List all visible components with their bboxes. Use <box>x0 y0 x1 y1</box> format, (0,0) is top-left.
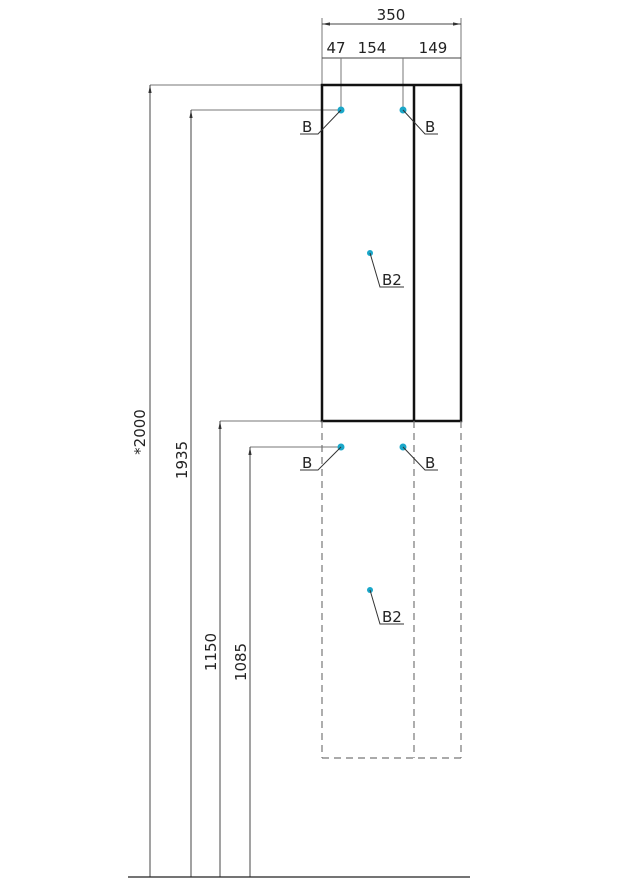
mount-point-lower-right: B <box>399 443 438 472</box>
mount-point-upper-right: B <box>399 106 438 136</box>
lower-cabinet-top-label: 1150 <box>202 633 220 671</box>
upper-cabinet <box>320 83 463 423</box>
mount-point-lower-left: B <box>300 443 345 472</box>
svg-text:B: B <box>302 454 312 472</box>
width-dimension-label: 350 <box>377 6 406 24</box>
spacing-label: 154 <box>358 39 387 57</box>
svg-text:B2: B2 <box>382 271 402 289</box>
upper-mount-height-label: 1935 <box>173 441 191 479</box>
center-point-upper: B2 <box>367 250 404 289</box>
total-height-label: *2000 <box>131 409 149 455</box>
top-dimensions: 350 47 154 149 <box>321 6 462 110</box>
offset-right-label: 149 <box>419 39 448 57</box>
center-point-lower: B2 <box>367 587 404 626</box>
lower-mount-height-label: 1085 <box>232 643 250 681</box>
vertical-dimensions: *2000 1935 1150 1085 <box>128 84 470 878</box>
mount-point-upper-left: B <box>300 106 345 136</box>
svg-text:B2: B2 <box>382 608 402 626</box>
svg-text:B: B <box>425 454 435 472</box>
lower-cabinet-outline <box>321 421 462 759</box>
svg-text:B: B <box>302 118 312 136</box>
offset-left-label: 47 <box>326 39 345 57</box>
svg-text:B: B <box>425 118 435 136</box>
